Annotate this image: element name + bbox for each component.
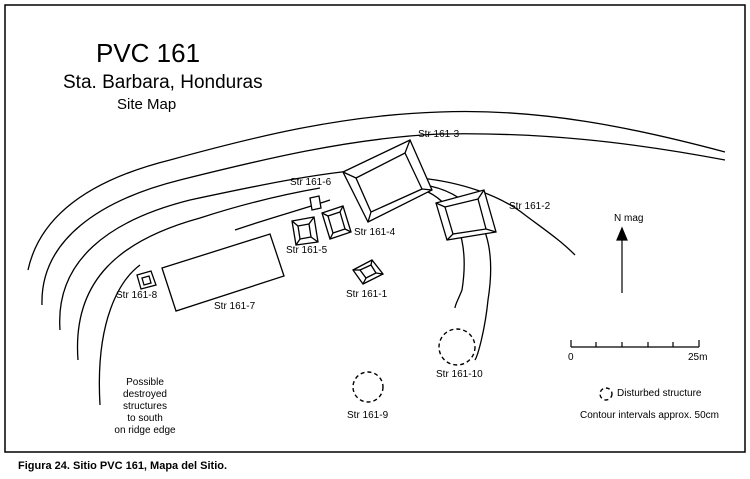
map-frame [4,4,746,453]
contour-line-4 [76,187,321,361]
figure-caption: Figura 24. Sitio PVC 161, Mapa del Sitio… [18,460,228,472]
str-161-9-shape [352,371,384,403]
north-arrow-label: N mag [614,213,644,224]
note-line: structures [123,401,167,412]
label-str-161-3: Str 161-3 [418,129,460,140]
label-str-161-6: Str 161-6 [290,177,332,188]
str-161-1-shape [352,259,385,285]
contour-line-1 [27,110,726,271]
str-161-4-shape [321,205,352,240]
contour-line-6 [419,177,576,256]
str-161-5-shape [291,216,319,246]
scale-start-label: 0 [568,352,574,363]
structures-drawn [136,139,497,312]
disturbed-structures [352,328,613,403]
str-161-3-shape [342,139,433,223]
label-str-161-8: Str 161-8 [116,290,158,301]
map-location: Sta. Barbara, Honduras [63,72,263,93]
str-161-10-shape [438,328,476,366]
legend-disturbed-symbol [599,387,613,401]
contour-lines [27,110,726,406]
str-161-6-shape [309,195,322,211]
contour-line-2 [41,133,726,306]
str-161-8-shape [136,270,157,290]
map-subtitle: Site Map [117,96,177,113]
scale-end-label: 25m [688,352,708,363]
contour-line-3 [59,167,391,331]
contour-line-9 [234,199,331,231]
label-str-161-5: Str 161-5 [286,245,328,256]
label-str-161-2: Str 161-2 [509,201,551,212]
label-str-161-10: Str 161-10 [436,369,483,380]
map-title: PVC 161 [96,38,201,68]
label-str-161-7: Str 161-7 [214,301,256,312]
label-str-161-1: Str 161-1 [346,289,388,300]
note-line: destroyed [123,389,167,400]
note-line: on ridge edge [114,425,176,436]
legend-contour-label: Contour intervals approx. 50cm [580,410,719,421]
north-arrow-icon [616,226,628,293]
label-str-161-9: Str 161-9 [347,410,389,421]
str-161-7-shape [161,233,285,312]
label-str-161-4: Str 161-4 [354,227,396,238]
str-161-2-shape [435,189,497,241]
contour-line-5 [98,264,141,406]
legend-disturbed-label: Disturbed structure [617,388,702,399]
note-line: Possible [126,377,164,388]
note-line: to south [127,413,163,424]
scale-bar [570,340,700,348]
south-note: Possible destroyed structures to south o… [105,377,185,437]
